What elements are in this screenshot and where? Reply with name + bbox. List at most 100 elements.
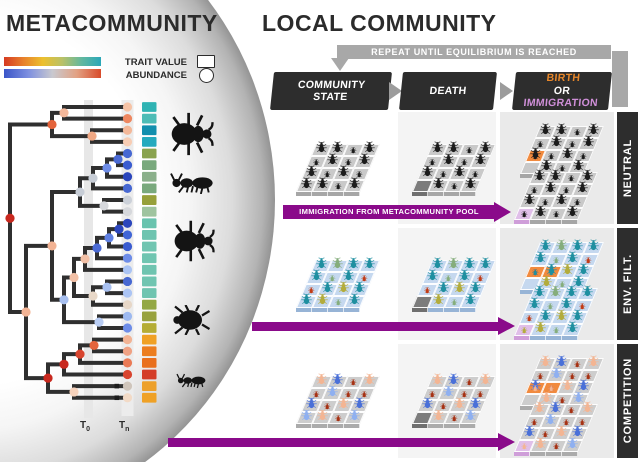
bug-icon xyxy=(465,292,476,306)
bug-icon xyxy=(588,238,599,252)
bug-icon xyxy=(466,146,473,155)
newborn-bug-icon xyxy=(532,384,539,393)
bug-icon xyxy=(588,354,599,368)
step-arrow-icon xyxy=(500,82,513,100)
trait-value-gradient-bar xyxy=(4,57,101,66)
repeat-banner: REPEAT UNTIL EQUILIBRIUM IS REACHED xyxy=(337,45,611,59)
bug-icon xyxy=(359,152,370,166)
step-label-line: BIRTH xyxy=(545,72,581,85)
bug-icon xyxy=(422,164,433,178)
bug-icon xyxy=(338,280,349,294)
bug-icon xyxy=(443,152,454,166)
bug-icon xyxy=(545,412,556,426)
bug-icon xyxy=(327,152,338,166)
bug-icon xyxy=(349,408,360,422)
bug-icon xyxy=(317,408,328,422)
grid-front-face xyxy=(412,424,476,428)
bug-icon xyxy=(545,180,556,194)
ground-beetle-icon xyxy=(170,172,216,199)
step-box-death: DEATH xyxy=(399,72,497,110)
bug-icon xyxy=(553,326,560,335)
bug-icon xyxy=(583,134,594,148)
bug-icon xyxy=(574,360,581,369)
immigration-arrowhead-icon xyxy=(494,202,511,222)
bug-icon xyxy=(466,378,473,387)
bug-icon xyxy=(335,414,342,423)
grid-front-face xyxy=(514,452,578,456)
bug-icon xyxy=(433,292,444,306)
bug-icon xyxy=(562,146,573,160)
bug-icon xyxy=(562,262,573,276)
bug-icon xyxy=(427,268,438,282)
trait-value-label: TRAIT VALUE xyxy=(124,57,187,68)
bug-icon xyxy=(535,250,546,264)
bug-icon xyxy=(567,204,578,218)
bug-icon xyxy=(349,176,360,190)
bug-icon xyxy=(567,320,578,334)
bug-icon xyxy=(540,122,551,136)
bug-icon xyxy=(335,298,342,307)
bug-icon xyxy=(424,286,431,295)
bug-icon xyxy=(553,442,560,451)
step-label-line: STATE xyxy=(312,91,349,103)
bug-icon xyxy=(338,164,349,178)
bug-icon xyxy=(432,140,443,154)
newborn-bug-icon xyxy=(548,384,555,393)
bug-icon xyxy=(556,192,567,206)
bug-icon xyxy=(311,268,322,282)
grid-front-face xyxy=(296,192,360,196)
bug-icon xyxy=(577,180,588,194)
bug-icon xyxy=(349,292,360,306)
row-label-neutral: NEUTRAL xyxy=(617,112,638,224)
community-grid-state xyxy=(296,144,380,197)
bug-icon xyxy=(551,366,562,380)
newborn-bug-icon xyxy=(532,152,539,161)
bug-icon xyxy=(529,296,540,310)
bug-icon xyxy=(480,256,491,270)
bug-icon xyxy=(535,436,546,450)
bug-icon xyxy=(301,176,312,190)
bug-icon xyxy=(454,396,465,410)
bug-icon xyxy=(574,128,581,137)
bug-icon xyxy=(327,384,338,398)
row-label-competition: COMPETITION xyxy=(617,344,638,458)
bug-icon xyxy=(465,408,476,422)
grid-front-face xyxy=(514,336,578,340)
immigration-arrow-competition xyxy=(168,438,500,447)
community-grid-state xyxy=(296,260,380,313)
immigration-arrowhead-icon xyxy=(498,317,515,335)
bug-icon xyxy=(317,292,328,306)
bug-icon xyxy=(567,436,578,450)
grid-front-face xyxy=(296,308,360,312)
bug-icon xyxy=(332,256,343,270)
grid-front-face xyxy=(296,424,360,428)
time-label-tn: Tn xyxy=(119,420,130,433)
time-label-t0: T0 xyxy=(80,420,91,433)
bug-icon xyxy=(534,400,545,414)
bug-icon xyxy=(422,396,433,410)
bug-icon xyxy=(526,314,533,323)
bug-icon xyxy=(582,400,593,414)
immigrant-bug-icon xyxy=(521,210,528,219)
community-grid-death xyxy=(412,376,496,429)
bug-icon xyxy=(551,134,562,148)
bug-icon xyxy=(535,204,546,218)
bug-icon xyxy=(524,424,535,438)
community-grid-immig xyxy=(514,172,598,225)
bug-icon xyxy=(301,408,312,422)
community-grid-death xyxy=(412,260,496,313)
step-label-line: COMMUNITY xyxy=(297,78,367,91)
bug-icon xyxy=(350,146,357,155)
immigration-banner: IMMIGRATION FROM METACOMMUNITY POOL xyxy=(283,205,495,219)
bug-icon xyxy=(316,140,327,154)
bug-icon xyxy=(350,378,357,387)
round-beetle-icon xyxy=(170,112,214,161)
step-label-line: IMMIGRATION xyxy=(522,97,599,110)
mite-icon xyxy=(170,305,210,340)
grid-front-face xyxy=(514,220,578,224)
bug-icon xyxy=(451,298,458,307)
bug-icon xyxy=(480,372,491,386)
abundance-circle-icon xyxy=(199,68,214,83)
